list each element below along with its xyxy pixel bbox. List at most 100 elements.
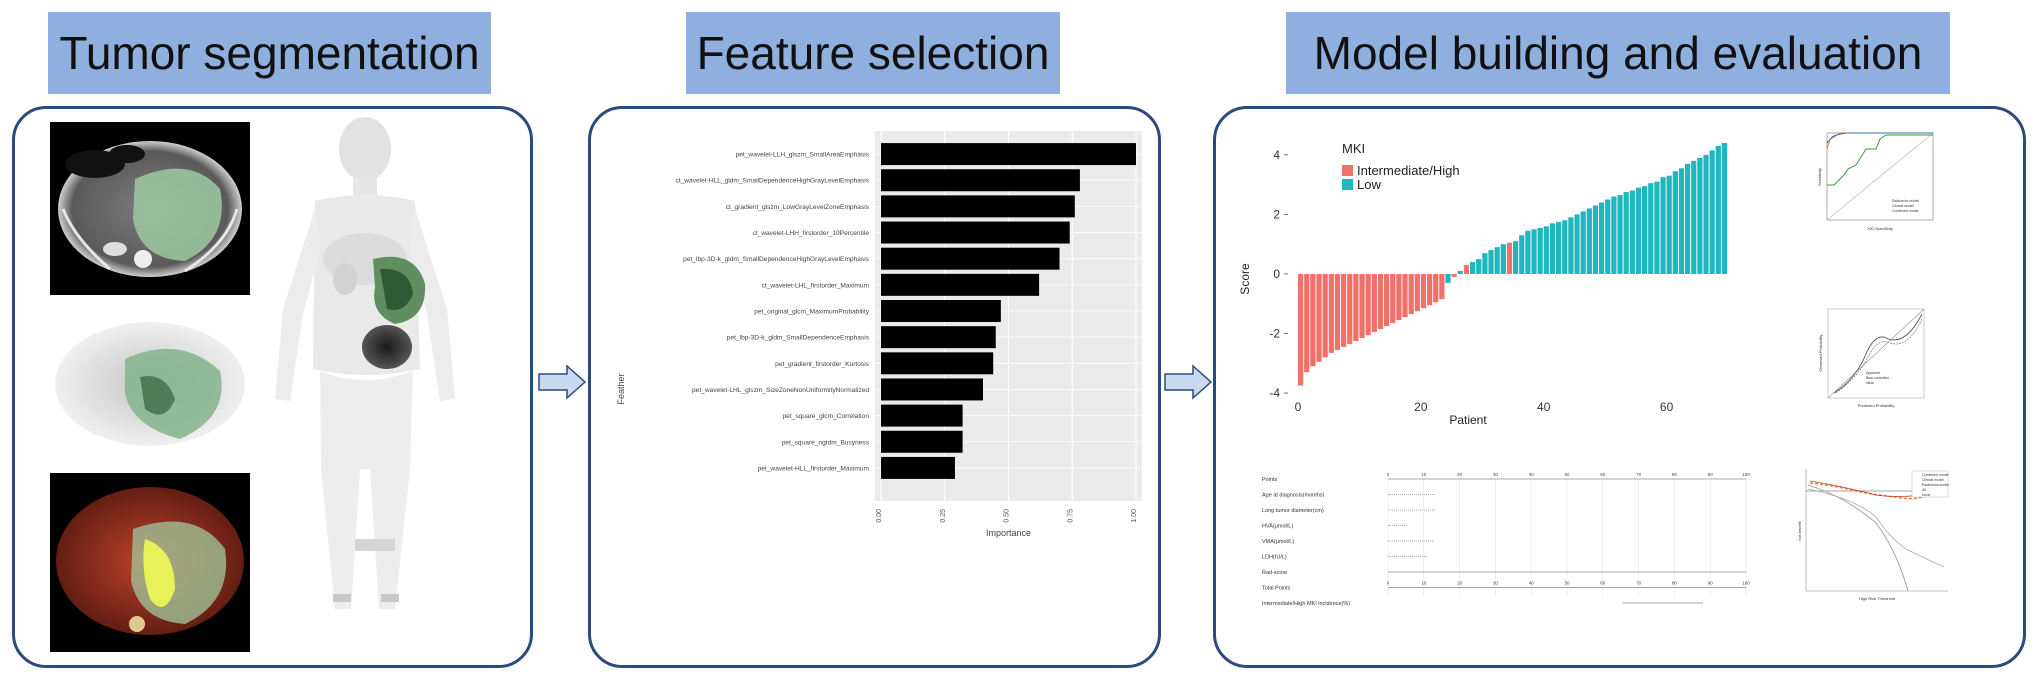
- waterfall-bar: [1586, 208, 1592, 274]
- feature-bar: [881, 300, 1001, 322]
- feature-bar: [881, 456, 955, 479]
- waterfall-bar: [1359, 273, 1365, 338]
- header-selection: Feature selection: [686, 12, 1060, 94]
- roc-ylabel: Sensitivity: [1817, 168, 1822, 186]
- header-segmentation-text: Tumor segmentation: [59, 27, 480, 79]
- points-tick-label: 50: [1564, 472, 1570, 477]
- x-tick-label: 0.50: [1004, 509, 1011, 523]
- feature-bar: [881, 143, 1136, 166]
- feature-label: pet_square_ngtdm_Busyness: [782, 439, 870, 446]
- pet-axial-image: [50, 305, 250, 460]
- calibration-legend-2: Ideal: [1866, 381, 1874, 385]
- waterfall-bar: [1531, 229, 1537, 274]
- waterfall-bar: [1298, 273, 1304, 386]
- feature-label: ct_gradient_glszm_LowGrayLevelZoneEmphas…: [726, 204, 870, 211]
- waterfall-bar: [1445, 273, 1451, 283]
- feature-bar: [881, 169, 1080, 192]
- nomogram-row-label: HVA(μmol/L): [1262, 524, 1293, 530]
- nomogram-row-label: Long tumor diameter(cm): [1262, 508, 1324, 514]
- arrow-right-icon: [538, 364, 587, 400]
- dca-ylabel: Net benefit: [1797, 520, 1802, 540]
- feature-label: pet_wavelet-LLH_glszm_SmallAreaEmphasis: [736, 152, 870, 159]
- waterfall-bar: [1347, 273, 1353, 344]
- waterfall-bar: [1408, 273, 1414, 315]
- waterfall-xlabel: Patient: [1449, 413, 1487, 427]
- points-tick-label: 0: [1387, 472, 1390, 477]
- waterfall-bar: [1672, 171, 1678, 274]
- y-tick-label: -4: [1269, 386, 1280, 400]
- waterfall-bar: [1685, 163, 1691, 274]
- waterfall-bar: [1623, 192, 1629, 274]
- points-tick-label: 80: [1672, 472, 1678, 477]
- waterfall-bar: [1525, 230, 1531, 274]
- feature-bar: [881, 221, 1070, 244]
- total-points-tick-label: 50: [1564, 581, 1570, 586]
- waterfall-bar: [1396, 273, 1402, 321]
- waterfall-bar: [1642, 186, 1648, 274]
- feature-label: ct_wavelet-HLL_gldm_SmallDependenceHighG…: [675, 178, 869, 185]
- waterfall-bar: [1599, 202, 1605, 274]
- feature-label: pet_wavelet-HLL_firstorder_Maximum: [758, 465, 870, 472]
- feature-bar: [881, 326, 996, 349]
- nomogram-row-label: Intermediate/High MKI incidence(%): [1262, 601, 1350, 607]
- dca-legend-3: All: [1922, 488, 1926, 492]
- waterfall-ylabel: Score: [1238, 263, 1252, 295]
- waterfall-bar: [1568, 217, 1574, 274]
- y-tick-label: 2: [1273, 207, 1280, 221]
- waterfall-bar: [1660, 177, 1666, 274]
- legend-item-low: Low: [1357, 177, 1381, 192]
- x-tick-label: 20: [1414, 400, 1428, 414]
- waterfall-bar: [1611, 196, 1617, 274]
- segmentation-images: [50, 117, 515, 659]
- roc-xlabel: 100-Specificity: [1867, 226, 1893, 231]
- waterfall-bar: [1543, 226, 1549, 274]
- x-tick-label: 60: [1660, 400, 1674, 414]
- x-tick-label: 1.00: [1131, 509, 1138, 523]
- waterfall-bar: [1420, 273, 1427, 309]
- nomogram-row-label: Points: [1262, 477, 1278, 483]
- header-selection-text: Feature selection: [696, 27, 1050, 79]
- points-tick-label: 90: [1708, 472, 1714, 477]
- calibration-plot: Observed Probability Predicted Probabili…: [1818, 308, 1925, 408]
- nomogram-row-label: Age at diagnosis(months): [1262, 493, 1325, 499]
- dca-legend-0: Combined model: [1922, 473, 1949, 477]
- waterfall-bar: [1500, 244, 1506, 274]
- waterfall-bar: [1605, 199, 1611, 274]
- waterfall-bar: [1537, 227, 1543, 274]
- waterfall-bar: [1488, 250, 1494, 274]
- waterfall-bar: [1310, 273, 1316, 367]
- nomogram-row-label: Rad-score: [1262, 570, 1287, 576]
- waterfall-bar: [1715, 145, 1721, 274]
- nomogram-row-label: LDH(IU/L): [1262, 555, 1287, 561]
- waterfall-bar: [1519, 235, 1525, 274]
- waterfall-bar: [1617, 195, 1623, 274]
- nomogram-row-label: VMA(μmol/L): [1262, 539, 1294, 545]
- legend-swatch-high: [1342, 165, 1353, 176]
- waterfall-bar: [1457, 270, 1463, 274]
- waterfall-bar: [1451, 273, 1457, 277]
- feature-bar: [881, 378, 983, 401]
- feature-bar: [881, 195, 1075, 218]
- waterfall-bar: [1629, 190, 1635, 274]
- waterfall-bar: [1316, 273, 1322, 362]
- feature-importance-chart: pet_wavelet-LLH_glszm_SmallAreaEmphasisc…: [616, 131, 1142, 538]
- feature-bar: [881, 430, 963, 453]
- roc-legend-1: Clinical model: [1892, 204, 1914, 208]
- y-tick-label: -2: [1269, 327, 1280, 341]
- y-tick-label: 0: [1273, 267, 1280, 281]
- waterfall-bar: [1709, 150, 1715, 274]
- total-points-tick-label: 10: [1421, 581, 1427, 586]
- waterfall-bar: [1402, 273, 1408, 318]
- header-model: Model building and evaluation: [1286, 12, 1950, 94]
- waterfall-bar: [1562, 220, 1568, 274]
- total-points-tick-label: 60: [1600, 581, 1606, 586]
- waterfall-bar: [1697, 157, 1703, 274]
- feature-bar: [881, 247, 1060, 270]
- feature-bar: [881, 273, 1040, 296]
- whole-body-pet-mip: [265, 117, 515, 659]
- waterfall-bar: [1574, 214, 1580, 274]
